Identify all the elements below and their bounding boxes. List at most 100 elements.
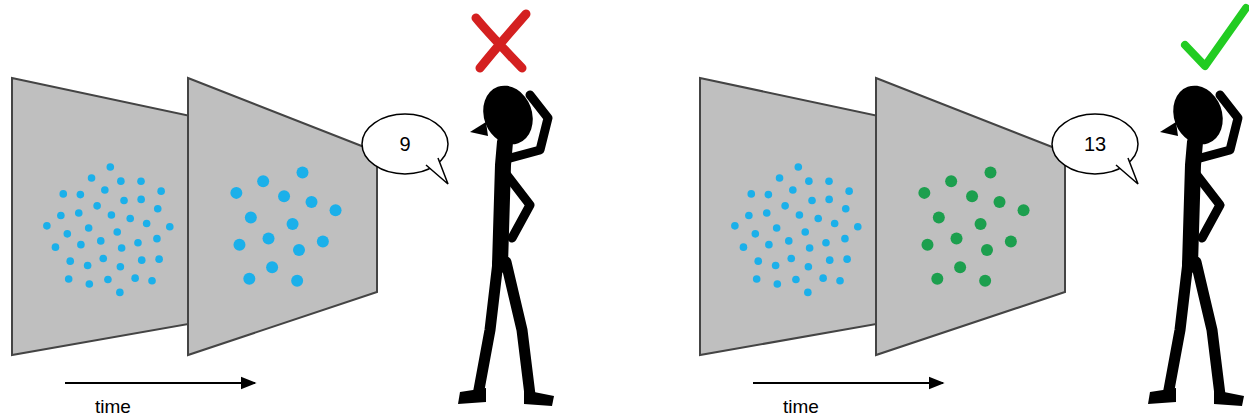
small-dot	[59, 190, 67, 198]
small-dot	[789, 186, 797, 194]
large-dot	[243, 273, 255, 285]
small-dot	[138, 256, 146, 264]
small-dot	[731, 222, 739, 230]
small-dot	[64, 230, 72, 238]
large-dot	[263, 233, 275, 245]
large-dot	[293, 244, 305, 256]
second-screen	[188, 78, 377, 355]
large-dot	[296, 166, 308, 178]
large-dot	[931, 273, 943, 285]
stimulus-panel	[12, 78, 377, 383]
small-dot	[814, 215, 822, 223]
large-dot	[330, 204, 342, 216]
person-silhouette	[1148, 79, 1244, 406]
small-dot	[826, 256, 834, 264]
large-dot	[984, 166, 996, 178]
large-dot	[1018, 204, 1030, 216]
large-dot	[994, 196, 1006, 208]
small-dot	[836, 277, 844, 285]
small-dot	[745, 212, 753, 220]
small-dot	[806, 244, 814, 252]
first-screen	[700, 78, 888, 355]
small-dot	[781, 202, 789, 210]
axis-label: time	[783, 396, 819, 418]
time-arrow	[65, 382, 255, 384]
stimulus-panel	[700, 78, 1065, 383]
small-dot	[845, 187, 853, 195]
small-dot	[117, 177, 125, 185]
small-dot	[104, 276, 112, 284]
axis-label: time	[95, 396, 131, 418]
small-dot	[65, 275, 73, 283]
small-dot	[118, 244, 126, 252]
first-screen	[12, 78, 200, 355]
small-dot	[148, 277, 156, 285]
speech-bubble: 9	[360, 112, 450, 176]
small-dot	[754, 257, 762, 265]
small-dot	[805, 263, 813, 271]
large-dot	[981, 244, 993, 256]
small-dot	[805, 177, 813, 185]
large-dot	[291, 275, 303, 287]
small-dot	[776, 174, 784, 182]
small-dot	[796, 211, 804, 219]
small-dot	[795, 163, 803, 171]
large-dot	[945, 175, 957, 187]
small-dot	[765, 241, 773, 249]
small-dot	[43, 222, 51, 230]
small-dot	[77, 191, 85, 199]
small-dot	[66, 257, 74, 265]
small-dot	[763, 209, 771, 217]
large-dot	[979, 275, 991, 287]
large-dot	[306, 196, 318, 208]
small-dot	[75, 209, 83, 217]
small-dot	[126, 215, 134, 223]
large-dot	[317, 236, 329, 248]
small-dot	[134, 239, 142, 247]
small-dot	[842, 205, 850, 213]
small-dot	[154, 205, 162, 213]
large-dot	[951, 233, 963, 245]
small-dot	[772, 262, 780, 270]
small-dot	[773, 224, 781, 232]
large-dot	[257, 175, 269, 187]
large-dot	[918, 187, 930, 199]
small-dot	[108, 211, 116, 219]
small-dot	[155, 255, 163, 263]
small-dot	[117, 263, 125, 271]
small-dot	[831, 220, 839, 228]
small-dot	[85, 224, 93, 232]
small-dot	[99, 255, 107, 263]
small-dot	[774, 280, 782, 288]
small-dot	[97, 237, 105, 245]
large-dot	[1005, 236, 1017, 248]
time-arrow	[753, 382, 943, 384]
small-dot	[107, 163, 115, 171]
small-dot	[120, 197, 128, 205]
small-dot	[825, 196, 833, 204]
answer-number: 13	[1084, 133, 1106, 156]
small-dot	[792, 276, 800, 284]
small-dot	[86, 280, 94, 288]
small-dot	[84, 262, 92, 270]
small-dot	[157, 187, 165, 195]
large-dot	[278, 190, 290, 202]
small-dot	[841, 235, 849, 243]
speech-bubble: 13	[1050, 112, 1140, 176]
answer-number: 9	[399, 133, 410, 156]
small-dot	[843, 255, 851, 263]
small-dot	[765, 191, 773, 199]
large-dot	[266, 261, 278, 273]
small-dot	[88, 174, 96, 182]
small-dot	[113, 228, 121, 236]
small-dot	[804, 289, 812, 297]
small-dot	[747, 190, 755, 198]
small-dot	[822, 239, 830, 247]
person-silhouette	[458, 79, 554, 406]
small-dot	[819, 274, 827, 282]
small-dot	[785, 237, 793, 245]
small-dot	[52, 243, 60, 251]
large-dot	[954, 261, 966, 273]
